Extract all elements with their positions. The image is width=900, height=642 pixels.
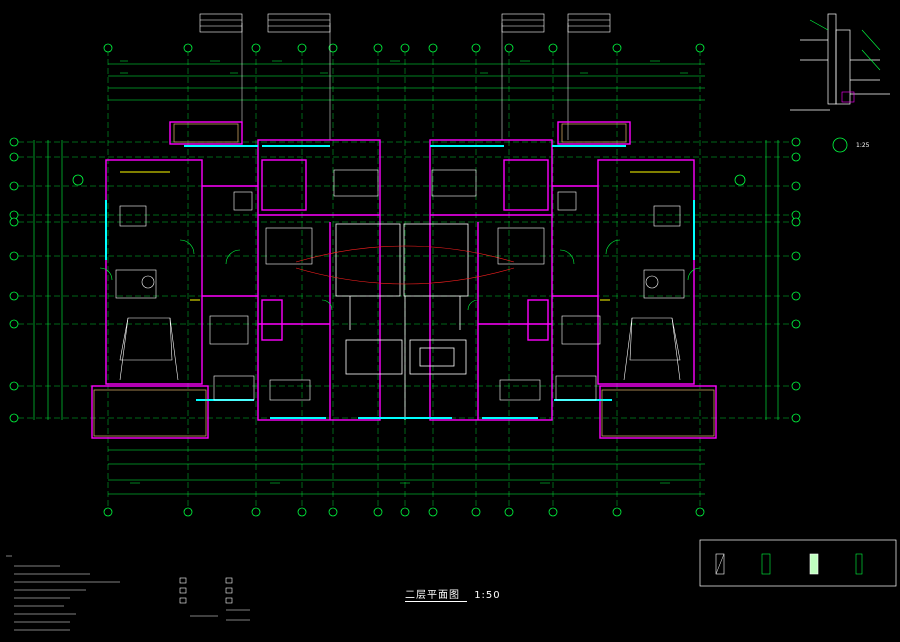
legend-box <box>699 539 897 587</box>
drawing-scale: 1:50 <box>474 590 501 601</box>
table-leaders <box>241 23 569 140</box>
title-underline <box>405 601 467 602</box>
top-tables <box>199 13 611 33</box>
bottom-dimensions <box>108 449 705 495</box>
walls-right-unit <box>429 121 717 439</box>
notes-block <box>6 555 120 631</box>
drawing-title-text: 二层平面图 <box>405 590 460 601</box>
dimension-ticks <box>120 60 688 484</box>
axis-bubbles-sides <box>9 137 801 423</box>
walls-left-unit <box>91 121 381 439</box>
top-dimensions <box>108 63 705 101</box>
vertical-axis-lines <box>107 50 701 508</box>
balconies <box>93 123 715 437</box>
red-guide-lines <box>295 245 515 285</box>
side-dimensions <box>33 140 779 420</box>
fixtures-right <box>431 169 685 401</box>
wall-section-green <box>809 19 881 103</box>
fixtures-left <box>115 169 379 401</box>
drawing-title: 二层平面图 1:50 <box>405 586 501 601</box>
detail-callout-bubble <box>832 137 848 153</box>
symbol-legend <box>179 577 250 621</box>
axis-bubbles-bottom <box>103 507 705 517</box>
detail-scale-label: 1:25 <box>856 142 870 149</box>
yellow-accents <box>120 171 680 301</box>
wall-section-detail <box>790 13 890 111</box>
axis-bubbles-top <box>103 43 705 53</box>
central-stairwell <box>335 223 469 420</box>
door-swings <box>99 239 701 311</box>
